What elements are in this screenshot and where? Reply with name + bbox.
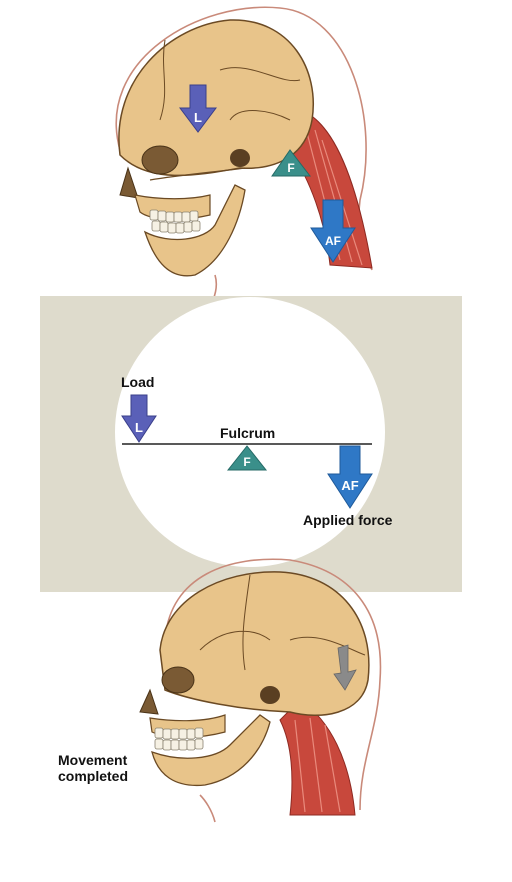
bottom-movement-arrow: [333, 644, 357, 691]
bottom-cranium: [159, 571, 370, 717]
top-fulcrum-triangle: F: [271, 149, 312, 177]
lever-fulcrum-letter: F: [243, 455, 250, 469]
lever-load-arrow: L: [121, 394, 157, 443]
top-applied-force-letter: AF: [325, 234, 341, 248]
bottom-neck-muscle: [279, 699, 356, 816]
lever-fulcrum-triangle: F: [226, 445, 268, 471]
lever-panel-background: [40, 296, 462, 592]
top-applied-force-arrow: AF: [310, 199, 356, 263]
top-mandible: [143, 184, 246, 277]
top-teeth: [149, 209, 201, 234]
top-head-illustration: L F AF: [115, 6, 373, 300]
bottom-teeth: [154, 727, 204, 751]
applied-force-label: Applied force: [303, 512, 393, 528]
top-load-arrow: L: [179, 84, 217, 133]
bottom-head-outline: [164, 558, 382, 823]
top-cranium: [118, 19, 314, 177]
bottom-mandible: [151, 714, 271, 787]
lever-applied-force-arrow: AF: [327, 445, 373, 509]
top-load-letter: L: [194, 110, 202, 125]
movement-completed-label: Movement completed: [58, 752, 129, 784]
fulcrum-label: Fulcrum: [220, 425, 276, 441]
top-fulcrum-letter: F: [287, 161, 294, 175]
bottom-upper-jaw: [149, 714, 226, 738]
load-label: Load: [121, 374, 155, 390]
lever-load-letter: L: [135, 420, 143, 435]
lever-applied-force-letter: AF: [341, 478, 358, 493]
